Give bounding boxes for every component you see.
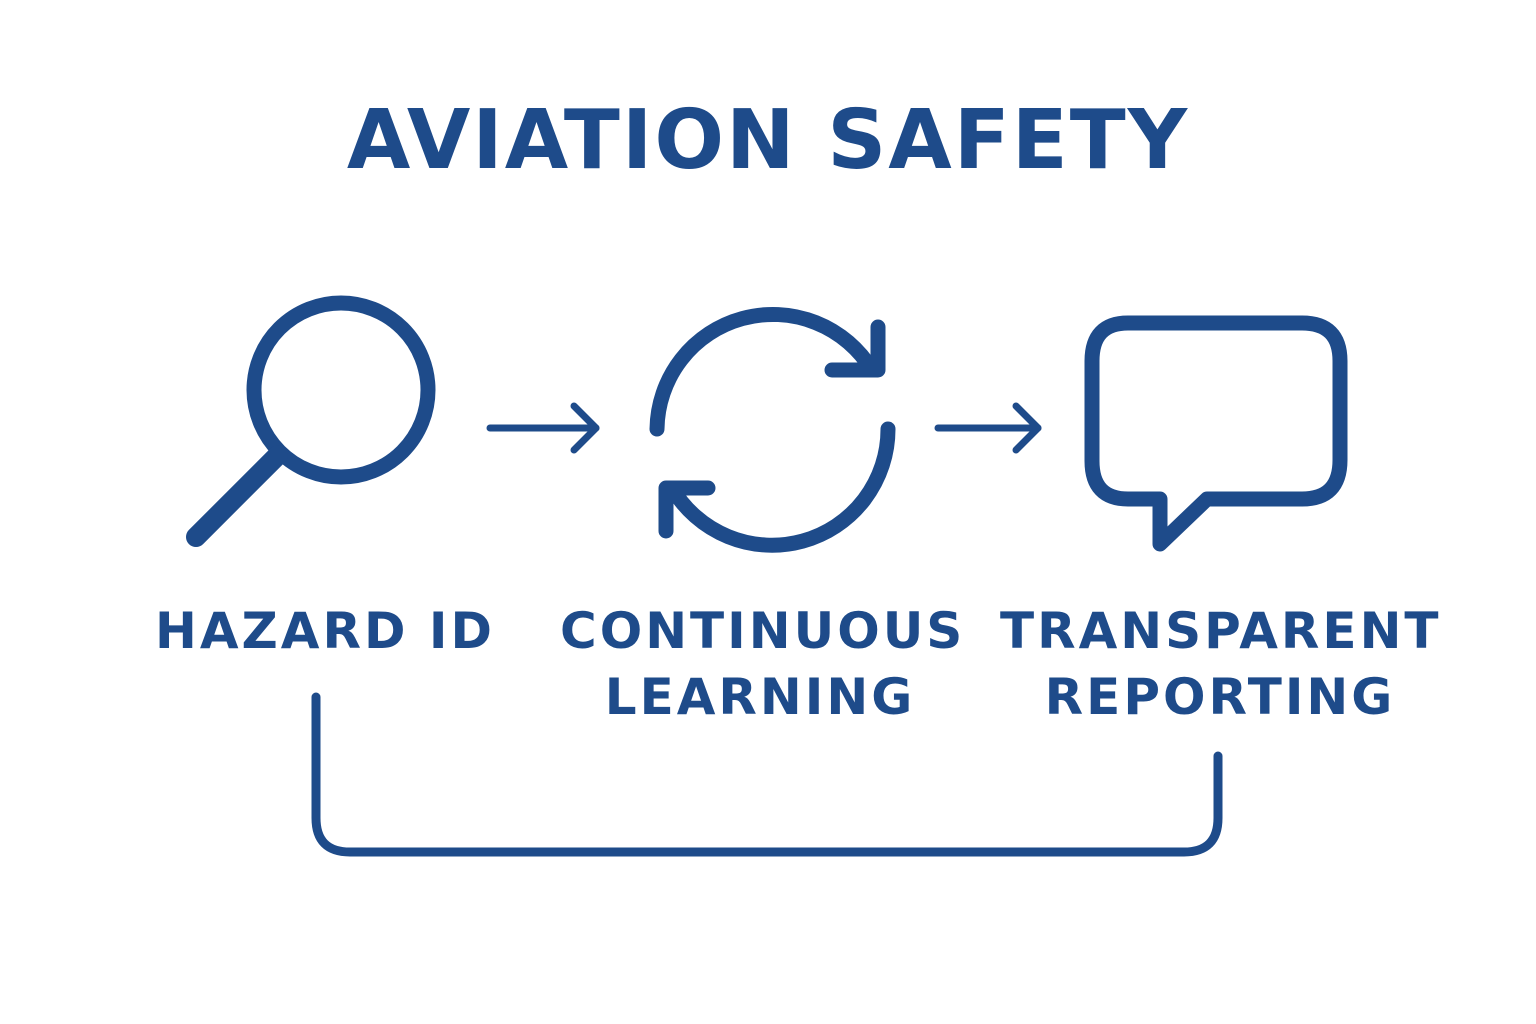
step-label-continuous-learning: CONTINUOUS LEARNING <box>560 598 966 730</box>
speech-bubble-icon <box>1084 315 1348 552</box>
step-label-transparent-reporting: TRANSPARENT REPORTING <box>1000 598 1440 730</box>
step-label-line: HAZARD ID <box>154 602 495 660</box>
magnifying-glass-icon <box>186 295 436 547</box>
step-label-hazard-id: HAZARD ID <box>150 598 500 664</box>
step-label-line: TRANSPARENT <box>1000 602 1442 660</box>
arrow-right-icon <box>934 402 1042 454</box>
arrow-right-icon <box>486 402 600 454</box>
step-label-line: CONTINUOUS <box>560 602 966 660</box>
diagram-title: AVIATION SAFETY <box>346 93 1190 188</box>
refresh-cycle-icon <box>649 307 896 553</box>
feedback-loop-connector <box>311 692 1223 857</box>
step-label-line: REPORTING <box>1044 668 1396 726</box>
step-label-line: LEARNING <box>604 668 916 726</box>
